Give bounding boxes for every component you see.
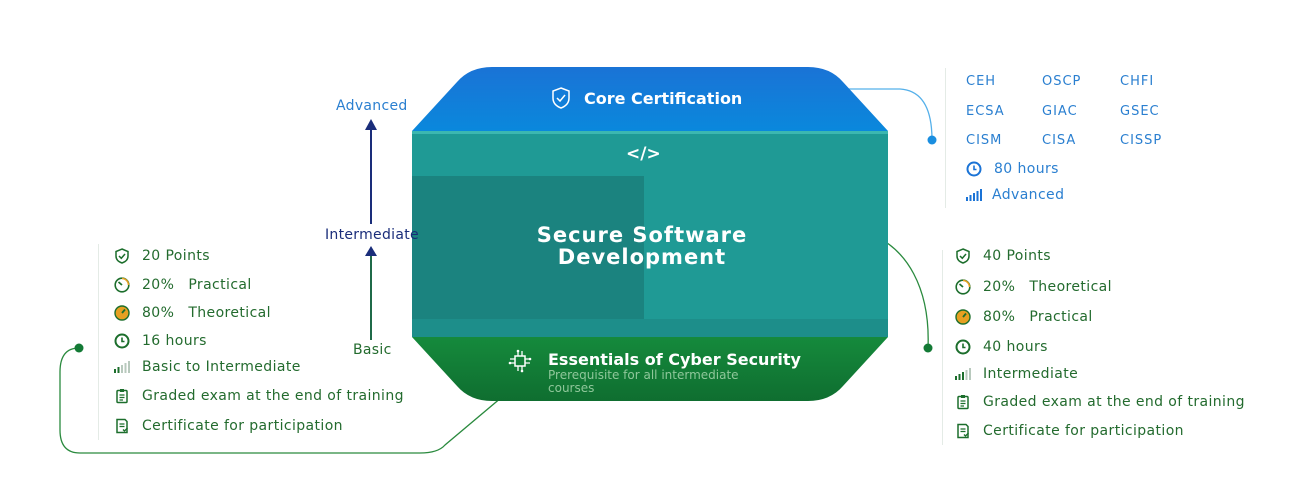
cert-item: OSCP	[1042, 74, 1082, 89]
basic-practical-row: 20% Practical	[114, 277, 252, 293]
essentials-band	[412, 337, 888, 401]
clock-icon	[966, 161, 982, 177]
basic-theoretical-pct: 80%	[142, 305, 175, 321]
basic-practical-pct: 20%	[142, 277, 175, 293]
main-title-line1: Secure Software	[536, 223, 748, 247]
basic-divider	[98, 244, 99, 440]
gauge-low-icon	[955, 279, 971, 295]
lower-band	[412, 319, 888, 337]
essentials-connector	[59, 347, 522, 454]
main-connector-dot-end	[923, 343, 933, 353]
intermediate-certificate-row: Certificate for participation	[955, 423, 1184, 439]
cert-item: ECSA	[966, 104, 1005, 119]
essentials-subtitle: Prerequisite for all intermediate course…	[548, 368, 739, 395]
clock-icon	[114, 333, 130, 349]
core-certification-title: Core Certification	[584, 88, 743, 108]
intermediate-exam-row: Graded exam at the end of training	[955, 394, 1245, 410]
main-course-title: Secure Software Development	[492, 224, 792, 268]
core-certification-header: Core Certification	[551, 87, 742, 109]
intermediate-exam: Graded exam at the end of training	[983, 394, 1245, 410]
intermediate-divider	[942, 250, 943, 445]
cert-item: GIAC	[1042, 104, 1078, 119]
cert-item: CISM	[966, 133, 1003, 148]
exam-clipboard-icon	[955, 394, 971, 410]
cert-hours: 80 hours	[994, 161, 1059, 177]
gauge-low-icon	[114, 277, 130, 293]
main-band-left	[412, 176, 644, 319]
arrow-head-intermediate	[365, 246, 377, 256]
intermediate-theoretical-pct: 20%	[983, 279, 1016, 295]
cert-item: CEH	[966, 74, 997, 89]
arrow-head-advanced	[365, 119, 377, 130]
intermediate-theoretical-row: 20% Theoretical	[955, 279, 1112, 295]
intermediate-practical-row: 80% Practical	[955, 309, 1093, 325]
basic-level: Basic to Intermediate	[142, 359, 301, 375]
cert-divider	[945, 68, 946, 208]
basic-exam-row: Graded exam at the end of training	[114, 388, 404, 404]
signal-bars-icon	[966, 187, 982, 203]
shield-check-icon	[955, 248, 971, 264]
basic-hours-row: 16 hours	[114, 333, 207, 349]
core-certification-band	[412, 67, 888, 131]
basic-theoretical-label: Theoretical	[188, 305, 271, 321]
basic-exam: Graded exam at the end of training	[142, 388, 404, 404]
shield-check-icon	[114, 248, 130, 264]
gauge-high-icon	[955, 309, 971, 325]
intermediate-hours: 40 hours	[983, 339, 1048, 355]
clock-icon	[955, 339, 971, 355]
code-band	[412, 131, 888, 176]
intermediate-hours-row: 40 hours	[955, 339, 1048, 355]
signal-bars-icon	[955, 366, 971, 382]
code-band-highlight	[412, 131, 888, 134]
level-advanced: Advanced	[336, 98, 408, 114]
code-icon: </>	[626, 144, 661, 164]
cert-hours-row: 80 hours	[966, 161, 1059, 177]
gauge-high-icon	[114, 305, 130, 321]
intermediate-certificate: Certificate for participation	[983, 423, 1184, 439]
core-connector	[840, 88, 933, 141]
intermediate-level-row: Intermediate	[955, 366, 1078, 382]
main-title-line2: Development	[557, 245, 727, 269]
intermediate-points-row: 40 Points	[955, 248, 1051, 264]
intermediate-level: Intermediate	[983, 366, 1079, 382]
intermediate-theoretical-label: Theoretical	[1029, 279, 1112, 295]
cert-item: CISSP	[1120, 133, 1163, 148]
basic-level-row: Basic to Intermediate	[114, 359, 301, 375]
circuit-chip-icon	[507, 348, 533, 374]
cert-level-row: Advanced	[966, 187, 1064, 203]
cert-item: GSEC	[1120, 104, 1160, 119]
certificate-icon	[114, 418, 130, 434]
basic-hours: 16 hours	[142, 333, 207, 349]
level-intermediate: Intermediate	[325, 227, 419, 243]
main-band-right	[644, 176, 888, 319]
cert-level: Advanced	[992, 187, 1065, 203]
signal-bars-icon	[114, 359, 130, 375]
basic-points: 20 Points	[142, 248, 210, 264]
shield-badge-icon	[551, 87, 571, 109]
basic-practical-label: Practical	[188, 277, 252, 293]
basic-certificate-row: Certificate for participation	[114, 418, 343, 434]
intermediate-practical-pct: 80%	[983, 309, 1016, 325]
intermediate-practical-label: Practical	[1029, 309, 1093, 325]
cert-item: CHFI	[1120, 74, 1155, 89]
basic-certificate: Certificate for participation	[142, 418, 343, 434]
level-basic: Basic	[353, 342, 392, 358]
basic-theoretical-row: 80% Theoretical	[114, 305, 271, 321]
intermediate-points: 40 Points	[983, 248, 1051, 264]
certificate-icon	[955, 423, 971, 439]
essentials-connector-dot-end	[74, 343, 84, 353]
basic-points-row: 20 Points	[114, 248, 210, 264]
exam-clipboard-icon	[114, 388, 130, 404]
cert-item: CISA	[1042, 133, 1077, 148]
core-connector-dot-end	[927, 135, 937, 145]
essentials-title: Essentials of Cyber Security	[548, 350, 801, 369]
